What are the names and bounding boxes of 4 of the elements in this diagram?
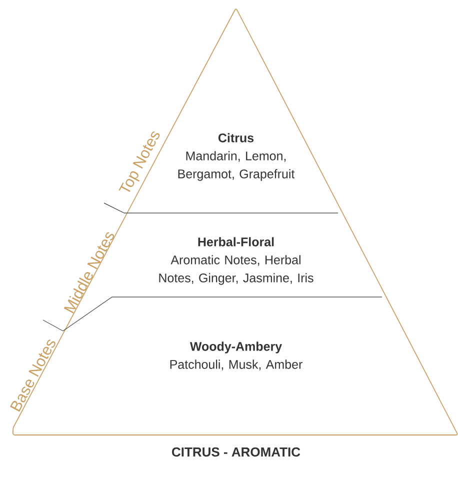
caption: CITRUS - AROMATIC [172, 447, 300, 457]
tier-text: Woody-Ambery Patchouli, Musk, Amber [170, 342, 302, 370]
tier-text: Herbal-Floral Aromatic Notes, Herbal Notes, Ginger, Jasmine, Iris [159, 237, 314, 285]
tier-text: Citrus Mandarin, Lemon, Bergamot, Grapefruit [178, 133, 295, 181]
